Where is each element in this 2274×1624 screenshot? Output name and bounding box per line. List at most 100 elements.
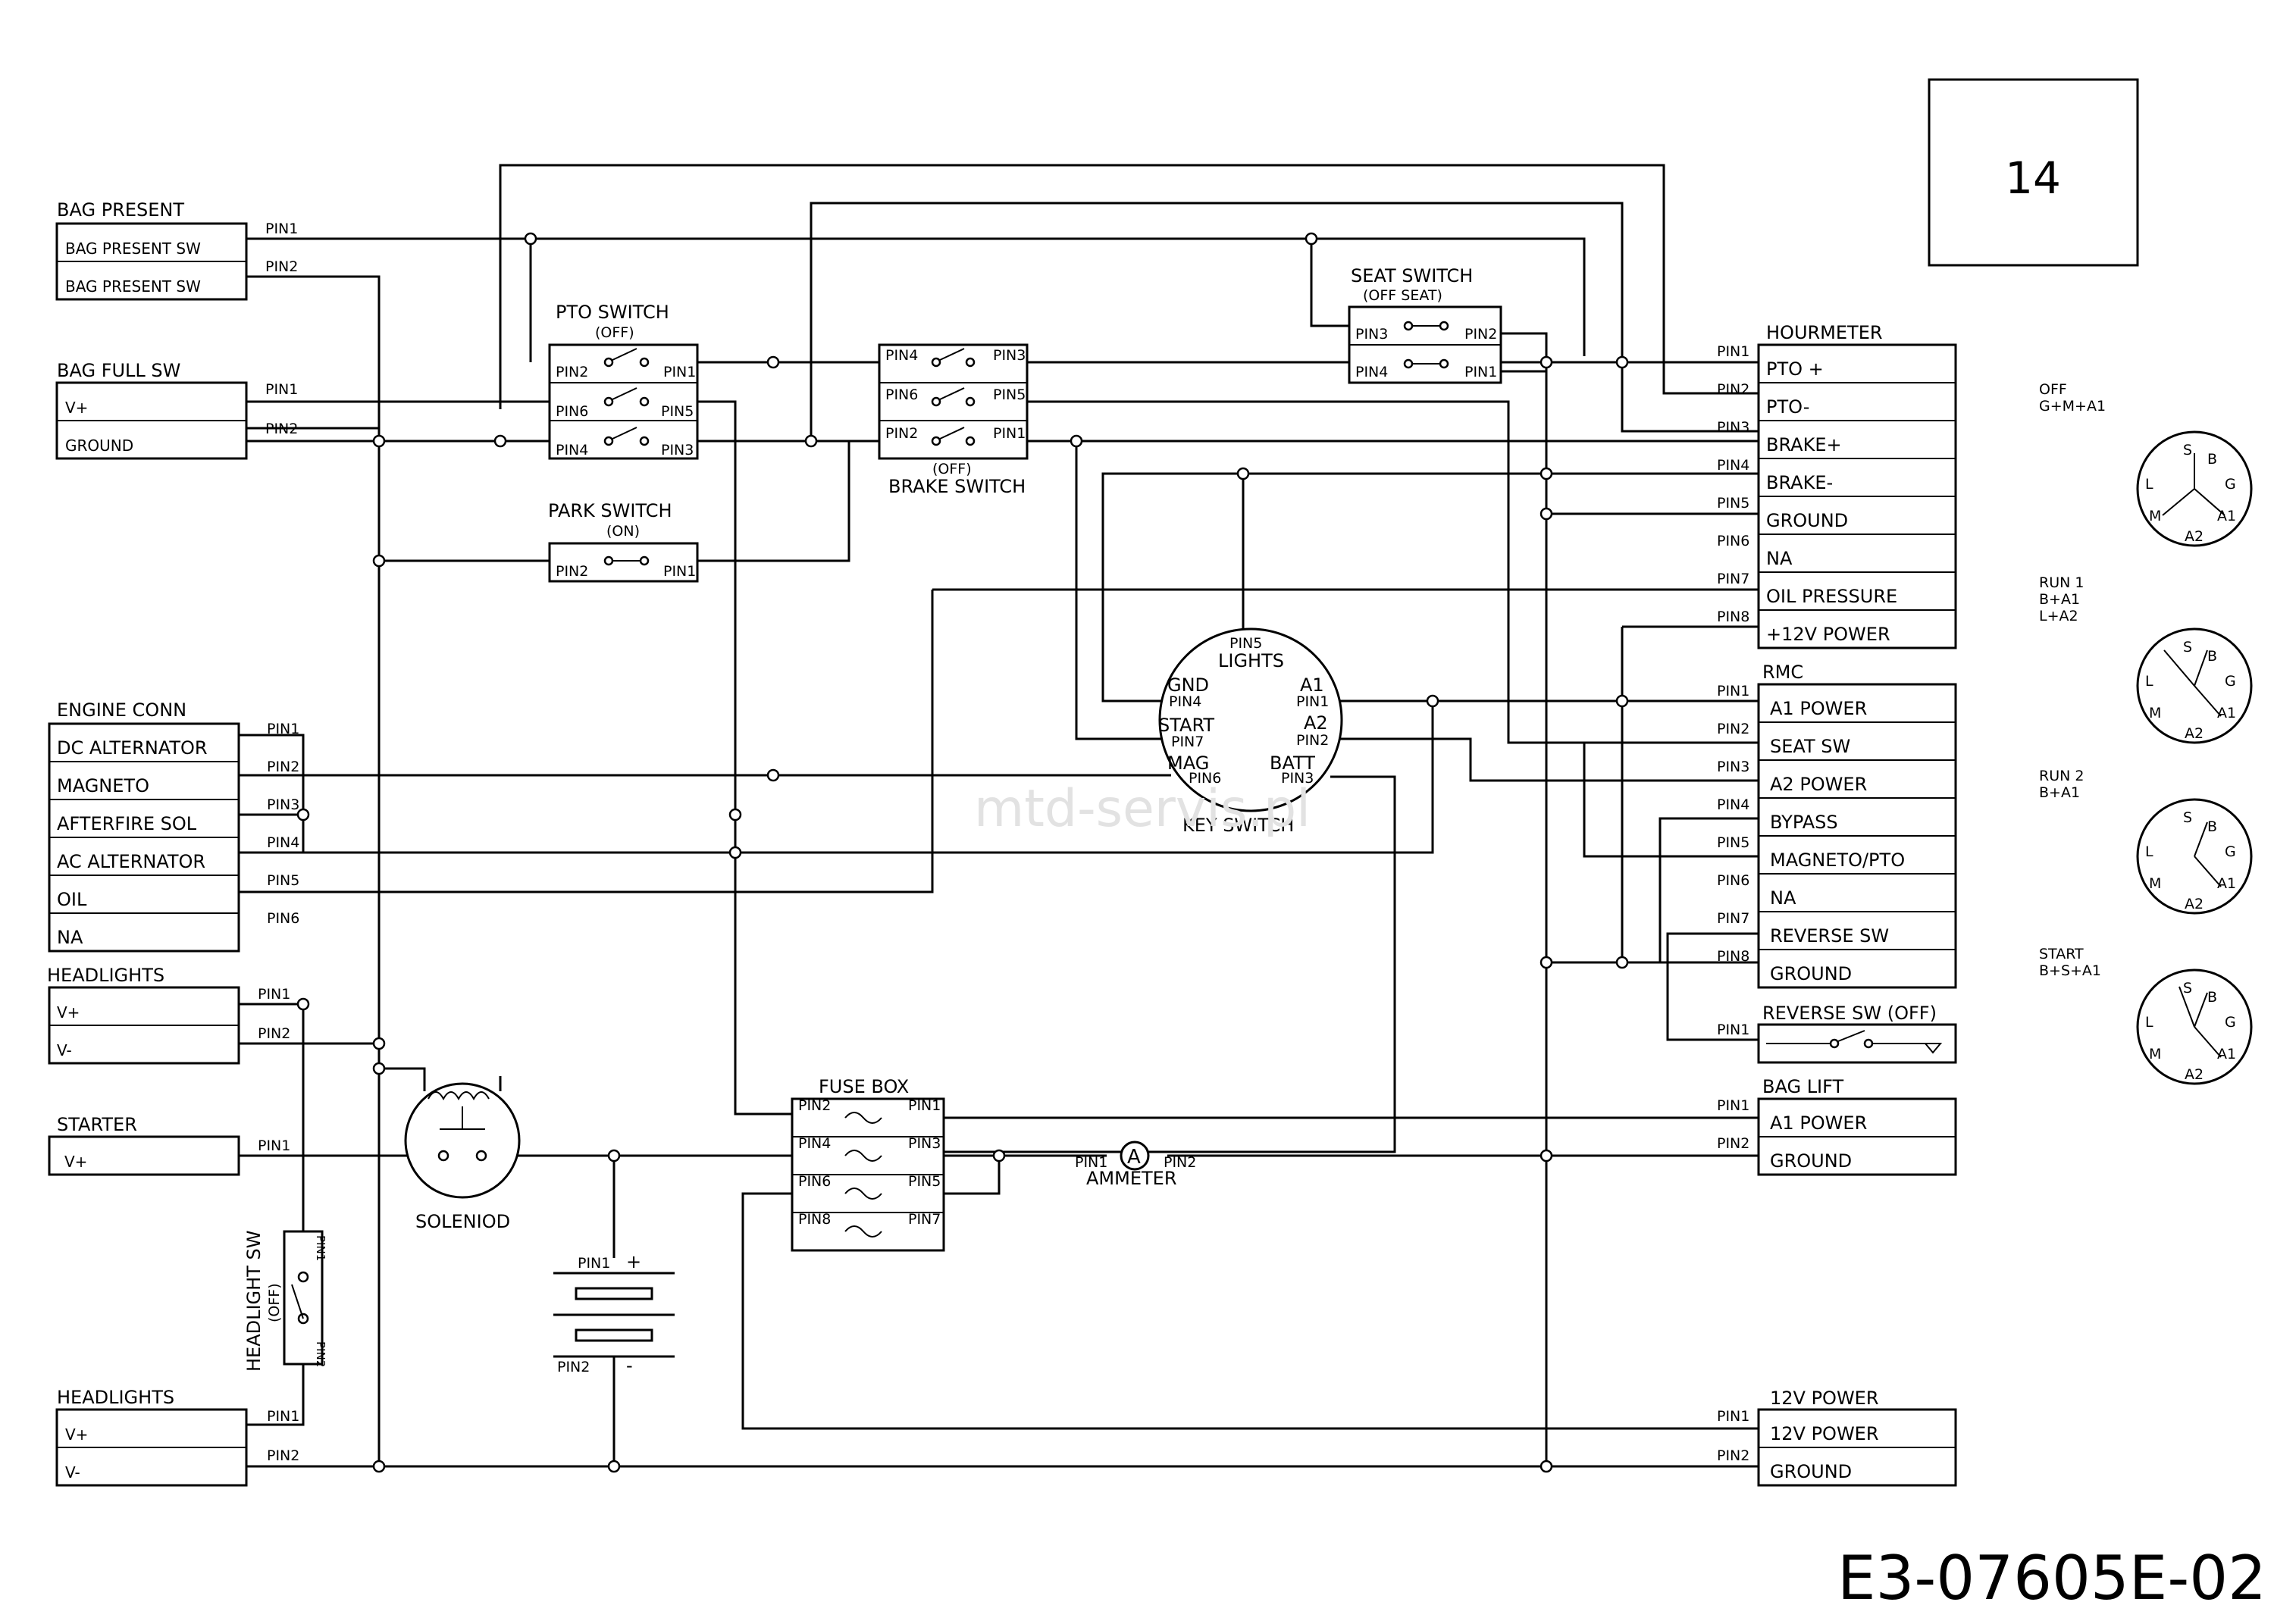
connector-row: SEAT SW <box>1770 736 1850 757</box>
key-switch-title: KEY SWITCH <box>1182 815 1294 836</box>
dial-letter: G <box>2225 1014 2236 1031</box>
ammeter-label: AMMETER <box>1086 1168 1177 1189</box>
pin-label: PIN2 <box>885 425 918 442</box>
pin-label: PIN1 <box>1075 1154 1107 1171</box>
ammeter-symbol: A <box>1127 1146 1141 1169</box>
pin-label: PIN1 <box>267 721 299 737</box>
pin-label: PIN1 <box>663 563 696 580</box>
connector-row: GROUND <box>65 437 133 455</box>
key-position-combo: B+A1 <box>2039 591 2080 608</box>
pin-label: PIN1 <box>267 1408 299 1425</box>
connector-row: A1 POWER <box>1770 1112 1867 1134</box>
connector-title: RMC <box>1762 662 1803 683</box>
connector-row: OIL PRESSURE <box>1766 586 1897 607</box>
pin-label: PIN4 <box>267 834 299 851</box>
pin-label: PIN2 <box>1164 1154 1196 1171</box>
connector-bag-lift: BAG LIFT A1 POWER GROUND PIN1 PIN2 <box>1717 1076 1957 1176</box>
switch-title: BRAKE SWITCH <box>888 476 1026 497</box>
pin-label: PIN1 <box>908 1097 941 1114</box>
key-dial-start: S B L G M A1 A2 <box>2136 968 2253 1085</box>
connector-row: A1 POWER <box>1770 698 1867 719</box>
page-number: 14 <box>2005 152 2061 204</box>
connector-title: HOURMETER <box>1766 322 1883 343</box>
pin-label: PIN1 <box>265 221 298 237</box>
fuse-box-title: FUSE BOX <box>819 1076 909 1097</box>
pin-label: PIN5 <box>908 1173 941 1190</box>
pin-label: PIN2 <box>556 364 588 380</box>
connector-row: DC ALTERNATOR <box>57 737 208 759</box>
pin-label: PIN3 <box>267 796 299 813</box>
key-position-legend: OFF G+M+A1 S B L G M A1 A2 RUN 1 B+A1 L+… <box>2039 381 2253 1085</box>
pin-label: PIN4 <box>798 1135 831 1152</box>
dial-letter: A1 <box>2217 705 2236 721</box>
pin-label: PIN2 <box>1717 1135 1749 1152</box>
pin-label: PIN4 <box>556 442 588 458</box>
connector-row: OIL <box>57 889 87 910</box>
key-position-combo: G+M+A1 <box>2039 398 2106 415</box>
key-pin-label: PIN6 <box>1189 770 1221 787</box>
dial-letter: L <box>2145 1014 2153 1031</box>
pin-label: PIN7 <box>1717 910 1749 927</box>
key-position-name: OFF <box>2039 381 2067 398</box>
brake-switch: PIN4 PIN3 PIN6 PIN5 PIN2 PIN1 (OFF) BRAK… <box>878 343 1029 497</box>
switch-state: (OFF SEAT) <box>1363 287 1442 304</box>
connector-row: BYPASS <box>1770 812 1838 833</box>
pin-label: PIN1 <box>663 364 696 380</box>
pin-label: PIN4 <box>885 347 918 364</box>
pin-label: PIN2 <box>1717 1447 1749 1464</box>
dial-letter: L <box>2145 843 2153 860</box>
dial-letter: A2 <box>2185 528 2204 545</box>
key-position-combo: L+A2 <box>2039 608 2078 624</box>
connector-row: AC ALTERNATOR <box>57 851 205 872</box>
battery: PIN1 + PIN2 - <box>553 1251 675 1376</box>
dial-letter: G <box>2225 476 2236 493</box>
connector-headlights-lower: HEADLIGHTS V+ V- PIN1 PIN2 <box>55 1387 299 1487</box>
key-position-combo: B+S+A1 <box>2039 962 2101 979</box>
pin-label: PIN5 <box>661 403 694 420</box>
dial-letter: S <box>2183 980 2192 997</box>
dial-letter: L <box>2145 673 2153 690</box>
key-pin-label: PIN2 <box>1296 732 1329 749</box>
fuse-box: FUSE BOX PIN2 PIN1 PIN4 PIN3 PIN6 PIN5 P… <box>791 1076 945 1252</box>
pin-label: PIN1 <box>258 986 290 1003</box>
connector-row: V- <box>65 1463 80 1482</box>
connector-title: ENGINE CONN <box>57 699 186 721</box>
connector-row: PTO + <box>1766 358 1824 380</box>
key-pin-label: PIN5 <box>1229 635 1262 652</box>
headlight-switch: PIN1 PIN2 HEADLIGHT SW (OFF) <box>243 1230 327 1372</box>
pin-label: PIN6 <box>885 386 918 403</box>
connector-row: BRAKE+ <box>1766 434 1842 455</box>
pin-label: PIN1 <box>1717 1408 1749 1425</box>
connector-hourmeter: HOURMETER PTO + PTO- BRAKE+ BRAKE- GROUN… <box>1717 322 1957 649</box>
connector-bag-full: BAG FULL SW V+ GROUND PIN1 PIN2 <box>55 360 298 460</box>
pin-label: PIN2 <box>1717 721 1749 737</box>
key-position-name: RUN 1 <box>2039 574 2084 591</box>
pin-label: PIN5 <box>1717 834 1749 851</box>
pin-label: PIN2 <box>1464 326 1497 343</box>
connector-row: +12V POWER <box>1766 624 1890 645</box>
connector-row: V+ <box>65 1425 88 1444</box>
connector-row: AFTERFIRE SOL <box>57 813 197 834</box>
connector-title: REVERSE SW (OFF) <box>1762 1003 1937 1024</box>
dial-letter: S <box>2183 639 2192 656</box>
connector-row: V+ <box>65 399 88 417</box>
dial-letter: A1 <box>2217 508 2236 524</box>
dial-letter: S <box>2183 442 2192 458</box>
switch-state: (ON) <box>606 523 640 540</box>
connector-row: A2 POWER <box>1770 774 1867 795</box>
pin-label: PIN7 <box>1717 571 1749 587</box>
pin-label: PIN1 <box>1717 1097 1749 1114</box>
connector-row: 12V POWER <box>1770 1423 1879 1444</box>
part-number: E3-07605E-02 <box>1837 1543 2266 1613</box>
key-terminal-label: START <box>1158 715 1214 736</box>
pin-label: PIN3 <box>1355 326 1388 343</box>
connector-row: V+ <box>57 1003 80 1022</box>
connector-row: REVERSE SW <box>1770 925 1889 947</box>
pin-label: PIN5 <box>267 872 299 889</box>
key-dial-off: S B L G M A1 A2 <box>2136 430 2253 547</box>
connector-reverse-switch: REVERSE SW (OFF) PIN1 <box>1717 1003 1957 1064</box>
connector-title: HEADLIGHTS <box>47 965 164 986</box>
connector-starter: STARTER V+ PIN1 <box>48 1114 290 1176</box>
pin-label: PIN5 <box>1717 495 1749 512</box>
dial-letter: M <box>2149 875 2161 892</box>
